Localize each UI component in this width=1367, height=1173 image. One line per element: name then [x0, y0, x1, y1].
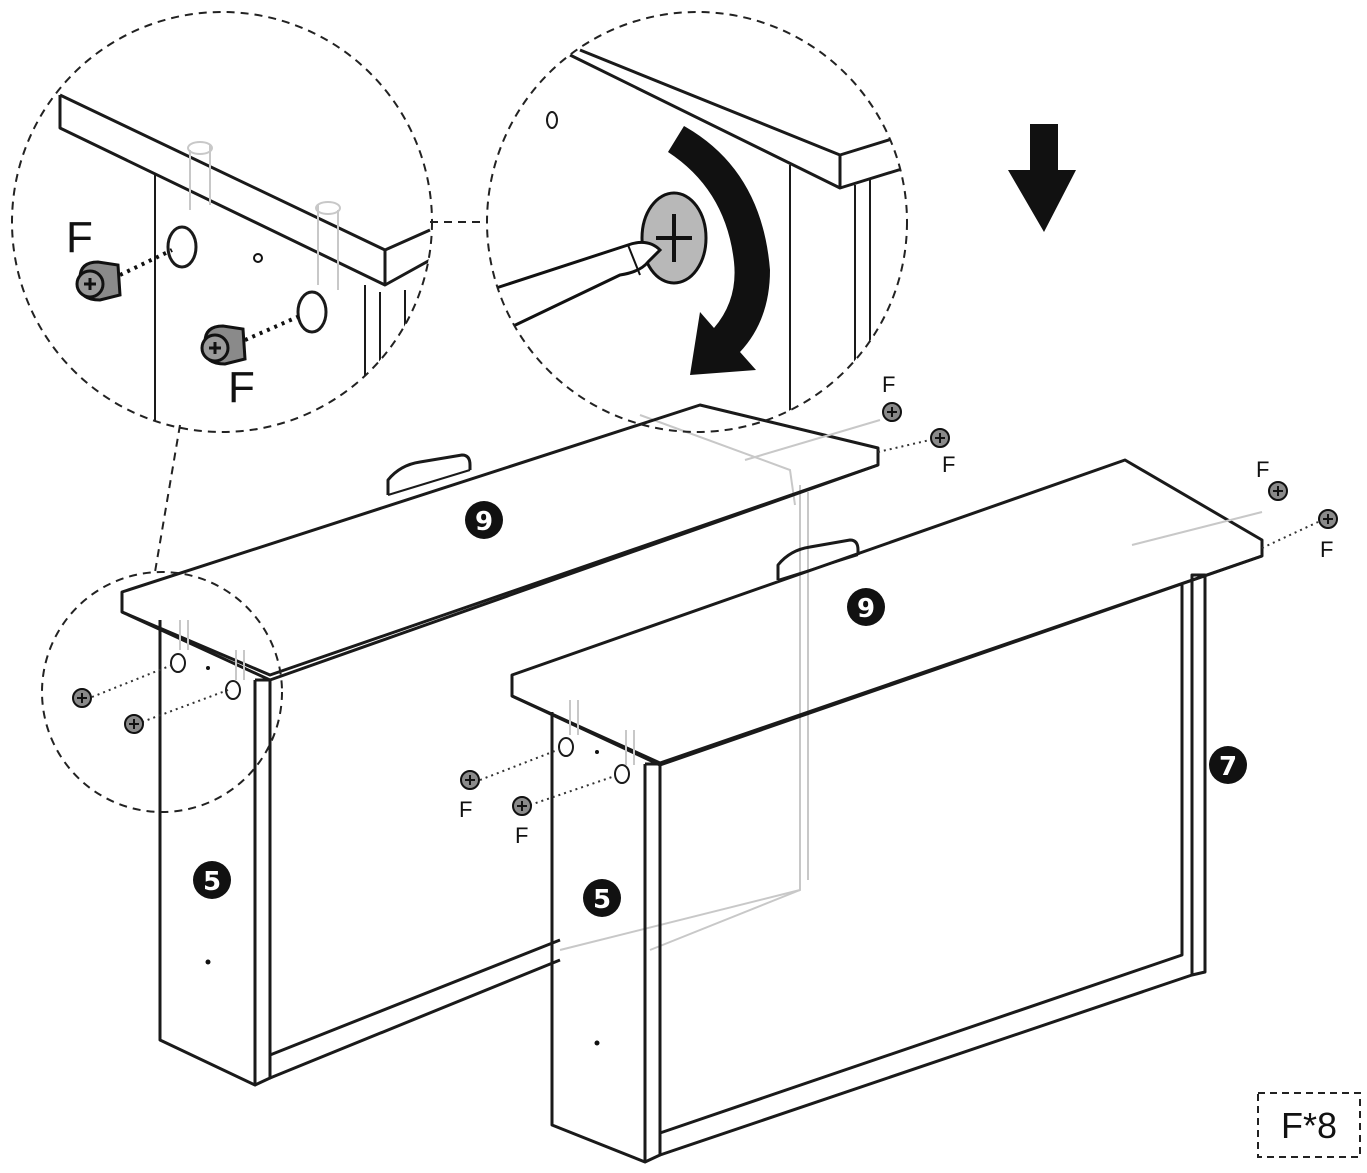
fastener-label: F — [942, 452, 955, 477]
part-number: 7 — [1219, 752, 1237, 782]
screwdriver-icon — [489, 240, 663, 332]
fastener-label: F — [66, 213, 93, 262]
detail-circle-tightening — [486, 11, 908, 433]
cam-lock-icon — [1318, 509, 1338, 529]
part-number: 9 — [475, 507, 493, 537]
cam-lock-icon — [512, 796, 532, 816]
cam-lock-icon — [882, 402, 902, 422]
detail-connector — [154, 424, 181, 573]
part-badge-5: 5 — [193, 861, 231, 899]
detail-circle-small — [41, 571, 283, 813]
detail-circle-fasteners: F F — [11, 11, 433, 433]
cam-lock-icon — [460, 770, 480, 790]
part-badge-7: 7 — [1209, 746, 1247, 784]
part-badge-5: 5 — [583, 879, 621, 917]
fastener-label: F — [228, 363, 255, 412]
fastener-label: F — [459, 797, 472, 822]
cam-lock-icon — [124, 714, 144, 734]
fastener-label: F — [1256, 457, 1269, 482]
cam-lock-icon — [930, 428, 950, 448]
fastener-label: F — [882, 372, 895, 397]
part-badge-9: 9 — [847, 588, 885, 626]
fastener-label: F — [515, 823, 528, 848]
fastener-count-box: F*8 — [1257, 1092, 1361, 1158]
fastener-label: F — [1320, 537, 1333, 562]
cam-lock-icon — [72, 688, 92, 708]
part-badge-9: 9 — [465, 501, 503, 539]
cam-lock-icon — [200, 324, 247, 366]
right-assembly: F F F F 9 5 7 — [459, 457, 1338, 1164]
fastener-count: F*8 — [1281, 1105, 1337, 1146]
down-arrow-icon — [1008, 124, 1076, 232]
left-assembly: F F 9 5 — [72, 372, 955, 1087]
part-number: 9 — [857, 594, 875, 624]
part-number: 5 — [593, 885, 611, 915]
clockwise-arrow-icon — [668, 126, 770, 375]
cam-lock-icon — [1268, 481, 1288, 501]
part-number: 5 — [203, 867, 221, 897]
cam-lock-icon — [75, 260, 122, 302]
